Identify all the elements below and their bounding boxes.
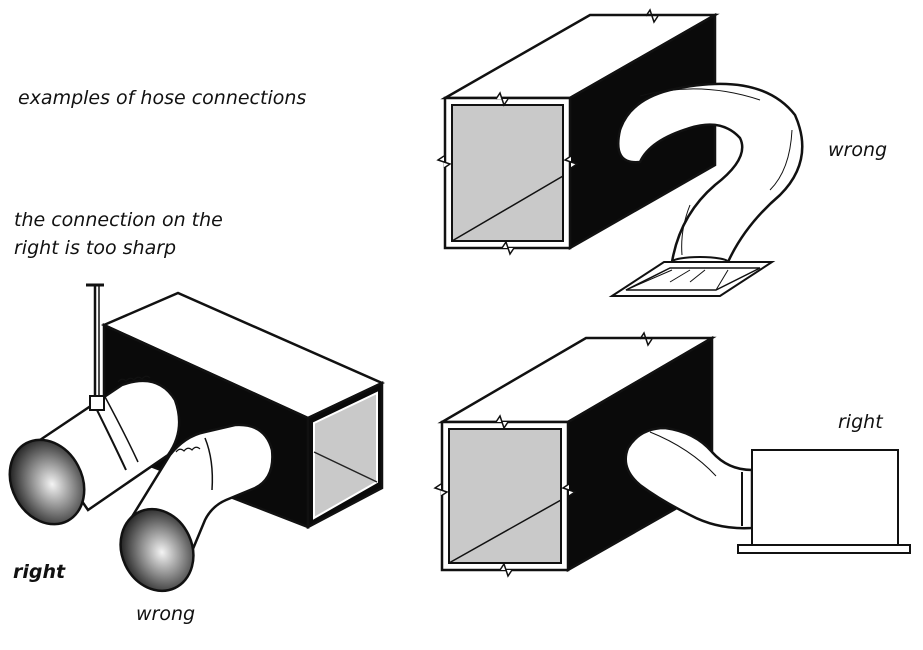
- left-hose-wrong: [119, 423, 274, 593]
- floor-diffuser: [608, 261, 776, 297]
- note-line-2: right is too sharp: [14, 237, 177, 259]
- bottom-duct-box: [433, 331, 717, 578]
- hanger-rod: [86, 283, 104, 405]
- left-hose-right: [8, 375, 181, 526]
- equipment-unit: [737, 449, 911, 554]
- label-left-wrong: wrong: [136, 603, 196, 625]
- note-line-1: the connection on the: [14, 209, 223, 231]
- bottom-right-duct-group: [433, 331, 911, 578]
- top-right-duct-group: [436, 8, 804, 297]
- diagram-title: examples of hose connections: [18, 87, 307, 109]
- left-duct-group: [8, 283, 386, 593]
- label-top-wrong: wrong: [828, 139, 888, 161]
- label-left-right: right: [13, 561, 66, 583]
- label-bottom-right: right: [838, 411, 883, 433]
